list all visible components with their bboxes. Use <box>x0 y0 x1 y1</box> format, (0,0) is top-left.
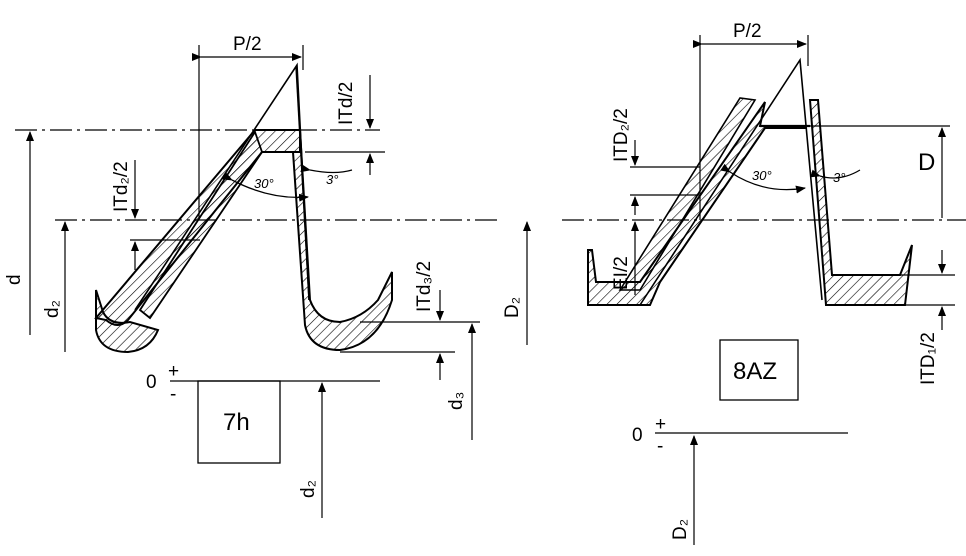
right-grade: 8AZ <box>733 358 777 385</box>
left-d2-bottom-label: d₂ <box>298 480 319 498</box>
right-plus: + <box>655 414 666 435</box>
left-D2-label: D₂ <box>502 297 523 318</box>
right-itd2-label: ITD₂/2 <box>611 108 632 162</box>
right-minus: - <box>657 436 663 457</box>
left-external-thread: P/2 ITd/2 ITd₂/2 30° 3° d d₂ ITd₃/2 d₃ D… <box>4 34 531 518</box>
left-grade: 7h <box>223 409 250 436</box>
right-angle-small: 3° <box>833 170 845 185</box>
left-angle-flank: 30° <box>254 176 274 191</box>
left-angle-small-arc <box>300 164 353 174</box>
right-pitch-label: P/2 <box>733 21 762 42</box>
right-zero: 0 <box>632 425 643 446</box>
right-grade-box <box>719 339 799 401</box>
right-ei-label: EI/2 <box>611 256 632 290</box>
right-D-label: D <box>918 149 935 176</box>
left-itd2-label: ITd₂/2 <box>111 161 132 212</box>
left-tolerance-zone-right-flank <box>291 129 393 352</box>
left-itd-label: ITd/2 <box>336 82 357 125</box>
right-itd1-label: ITD₁/2 <box>918 332 939 385</box>
left-d3-label: d₃ <box>446 392 467 410</box>
right-D2-bottom-label: D₂ <box>670 519 691 540</box>
left-minus: - <box>170 384 176 405</box>
left-itd3-label: ITd₃/2 <box>414 261 435 312</box>
left-angle-small: 3° <box>326 172 338 187</box>
right-angle-small-arc <box>810 169 861 179</box>
left-pitch-label: P/2 <box>233 34 262 55</box>
right-tolerance-right <box>808 99 913 306</box>
left-angle-arc <box>222 172 309 202</box>
left-grade-box <box>197 380 281 464</box>
left-plus: + <box>168 361 179 382</box>
right-angle-flank: 30° <box>752 168 772 183</box>
right-tolerance-band <box>618 97 757 291</box>
left-d-label: d <box>4 274 25 285</box>
left-d2-label: d₂ <box>42 300 63 318</box>
left-tolerance-zone-root <box>95 289 160 354</box>
left-flank-band <box>138 129 263 320</box>
right-angle-arc <box>720 163 806 194</box>
left-zero: 0 <box>146 372 157 393</box>
right-internal-thread: P/2 ITD₂/2 EI/2 30° 3° D ITD₁/2 8AZ 0 + … <box>562 21 966 545</box>
